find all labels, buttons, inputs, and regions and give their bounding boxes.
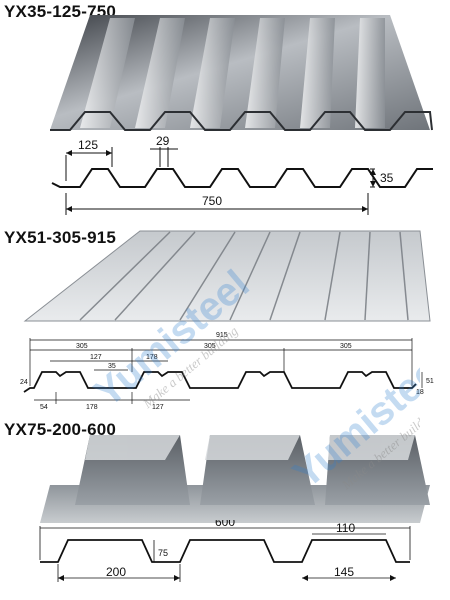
dim-height-35: 35 — [380, 171, 394, 185]
panel-1-sheet-illustration — [50, 15, 433, 131]
dim-35: 35 — [108, 363, 116, 370]
dim-pitch-305-c: 305 — [340, 343, 352, 350]
panel-3-sheet-illustration — [40, 435, 430, 523]
dim-rib-top-110: 110 — [336, 521, 355, 535]
panel-1-title: YX35-125-750 — [4, 2, 117, 21]
panel-3-profile-drawing: 600 110 75 200 145 — [39, 520, 411, 582]
dim-pitch-305-a: 305 — [76, 343, 88, 350]
dim-127-top: 127 — [90, 354, 102, 361]
dim-height-51: 51 — [426, 378, 434, 385]
panel-2-profile-drawing: 915 305 305 305 127 178 35 54 178 127 51… — [20, 332, 434, 411]
dim-54: 54 — [40, 404, 48, 411]
panel-2-title: YX51-305-915 — [4, 228, 117, 247]
panel-2-sheet-illustration — [23, 230, 431, 322]
dim-height-75: 75 — [158, 548, 168, 558]
dim-127-bottom: 127 — [152, 404, 164, 411]
dim-cover-width-600: 600 — [215, 520, 235, 529]
dim-24: 24 — [20, 379, 28, 386]
dim-pitch-200: 200 — [106, 565, 126, 579]
dim-rib-bottom-145: 145 — [334, 565, 354, 579]
dim-rib-top-29: 29 — [156, 135, 170, 148]
dim-total-915: 915 — [216, 332, 228, 339]
dim-pitch-125: 125 — [78, 138, 98, 152]
dim-178-top: 178 — [146, 354, 158, 361]
panel-1-profile-drawing: 125 29 35 750 — [51, 135, 433, 215]
panel-3-title: YX75-200-600 — [4, 420, 117, 439]
dim-18: 18 — [416, 389, 424, 396]
dim-pitch-305-b: 305 — [204, 343, 216, 350]
dim-cover-width-750: 750 — [202, 194, 222, 208]
dim-178-bottom: 178 — [86, 404, 98, 411]
